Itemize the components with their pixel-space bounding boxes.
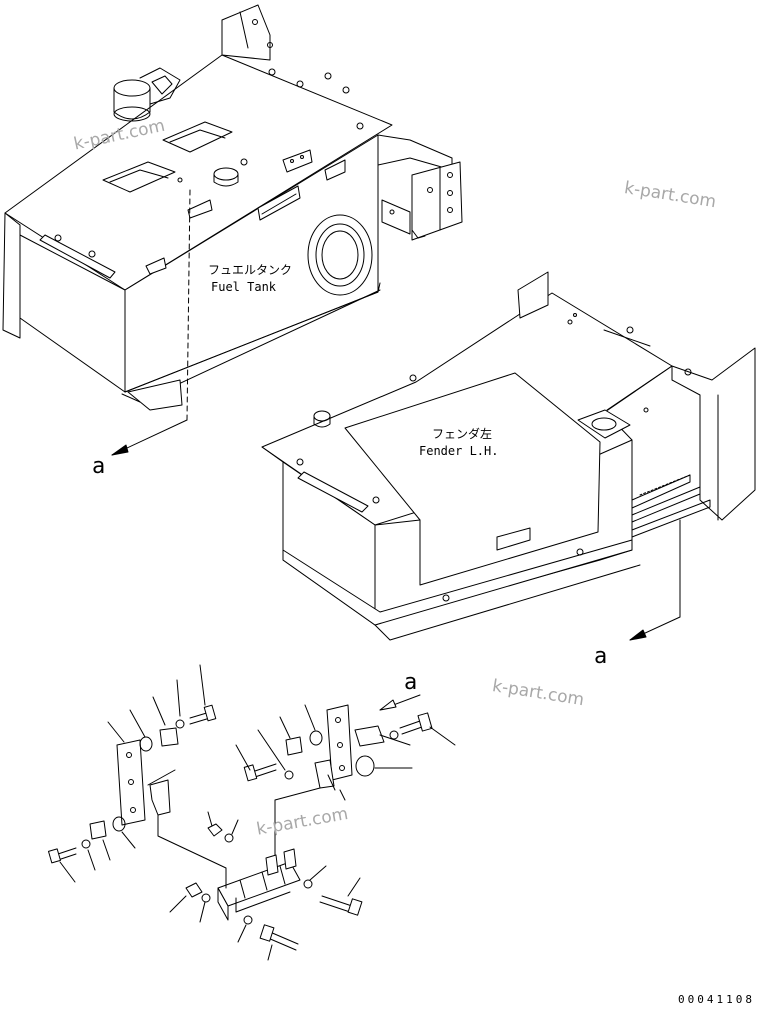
reference-mark-a: a: [594, 644, 608, 669]
fuel-tank-label-en: Fuel Tank: [211, 280, 277, 294]
document-number: 00041108: [678, 993, 755, 1006]
mounting-hardware: [49, 665, 455, 960]
fender-label-en: Fender L.H.: [419, 444, 499, 458]
reference-mark-a: a: [404, 670, 418, 695]
fender-lh: [262, 272, 755, 640]
fuel-tank: [3, 5, 462, 455]
reference-mark-a: a: [92, 454, 106, 479]
fender-label-jp: フェンダ左: [432, 427, 493, 441]
fuel-tank-label-jp: フュエルタンク: [208, 263, 293, 277]
